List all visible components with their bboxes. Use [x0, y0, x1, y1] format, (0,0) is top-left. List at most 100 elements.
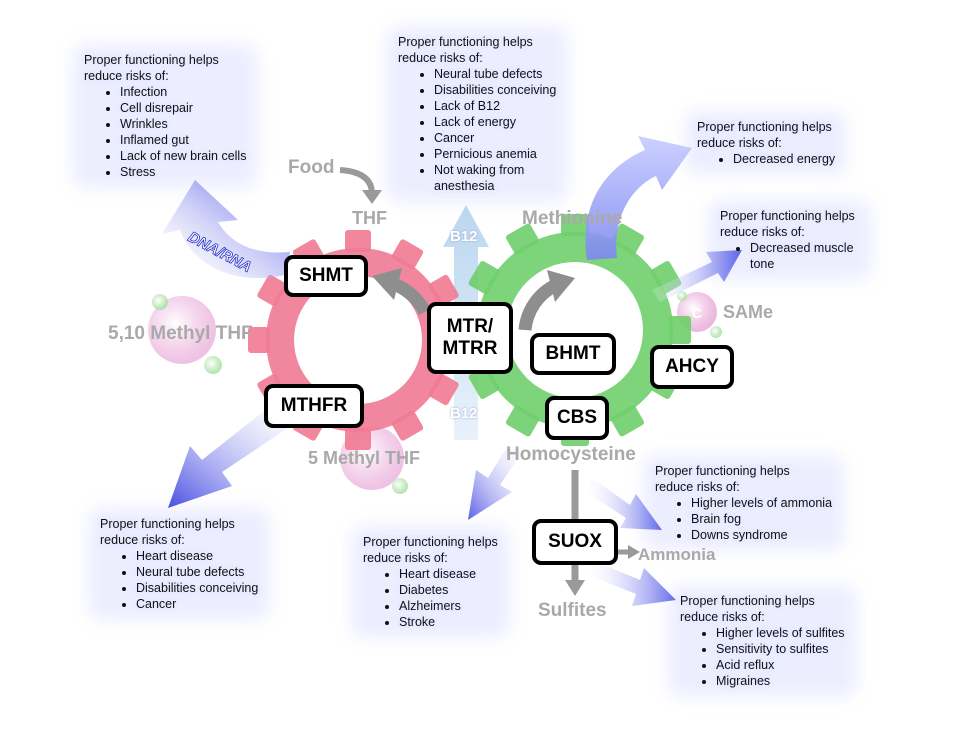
note-same-list: Decreased muscle tone: [720, 240, 860, 272]
list-item: Lack of B12: [434, 98, 556, 114]
enzyme-shmt: SHMT: [284, 255, 368, 297]
food-arrowhead: [362, 190, 382, 204]
list-item: Not waking from anesthesia: [434, 162, 554, 194]
list-item: Inflamed gut: [120, 132, 246, 148]
list-item: Cancer: [434, 130, 556, 146]
note-homocysteine-list: Heart disease Diabetes Alzheimers Stroke: [363, 566, 498, 630]
enzyme-mthfr: MTHFR: [264, 384, 364, 428]
list-item: Pernicious anemia: [434, 146, 556, 162]
ammonia-arrowhead: [628, 545, 640, 559]
list-item: Brain fog: [691, 511, 832, 527]
note-same-heading-1: Proper functioning helps: [720, 209, 855, 223]
enzyme-mthfr-label: MTHFR: [280, 395, 348, 416]
methyl-5-10-thf-label: 5,10 Methyl THF: [108, 323, 253, 344]
note-methionine-heading-2: reduce risks of:: [697, 136, 782, 150]
sulfites-label: Sulfites: [538, 600, 607, 621]
list-item: Sensitivity to sulfites: [716, 641, 845, 657]
methionine-label: Methionine: [522, 208, 623, 229]
note-homocysteine-heading-1: Proper functioning helps: [363, 535, 498, 549]
note-ammonia: Proper functioning helps reduce risks of…: [655, 463, 832, 543]
note-homocysteine: Proper functioning helps reduce risks of…: [363, 534, 498, 630]
homocysteine-label: Homocysteine: [506, 444, 636, 465]
list-item: Infection: [120, 84, 246, 100]
list-item: Alzheimers: [399, 598, 498, 614]
list-item: Wrinkles: [120, 116, 246, 132]
enzyme-bhmt: BHMT: [530, 333, 616, 375]
mthfr-arrow: [168, 400, 300, 508]
ammonia-label: Ammonia: [638, 545, 716, 564]
list-item: Higher levels of ammonia: [691, 495, 832, 511]
note-mthfr-heading-1: Proper functioning helps: [100, 517, 235, 531]
list-item: Cell disrepair: [120, 100, 246, 116]
enzyme-mtr-mtrr: MTR/ MTRR: [427, 302, 513, 374]
list-item: Decreased muscle tone: [750, 240, 860, 272]
methyl-5-thf-label: 5 Methyl THF: [308, 448, 421, 468]
list-item: Migraines: [716, 673, 845, 689]
same-label: SAMe: [723, 302, 774, 322]
list-item: Neural tube defects: [434, 66, 556, 82]
list-item: Neural tube defects: [136, 564, 258, 580]
molecule-5-10-methyl-thf: [148, 294, 222, 374]
gear-tooth: [561, 214, 589, 236]
list-item: Diabetes: [399, 582, 498, 598]
food-label: Food: [288, 157, 335, 178]
note-same-heading-2: reduce risks of:: [720, 225, 805, 239]
enzyme-mtrr-label: MTRR: [442, 338, 498, 359]
note-mtr-heading-2: reduce risks of:: [398, 51, 483, 65]
gear-tooth: [345, 428, 371, 450]
list-item: Higher levels of sulfites: [716, 625, 845, 641]
enzyme-ahcy: AHCY: [650, 345, 734, 389]
thf-label: THF: [352, 208, 387, 228]
note-shmt-heading-2: reduce risks of:: [84, 69, 169, 83]
note-homocysteine-heading-2: reduce risks of:: [363, 551, 448, 565]
note-mthfr-list: Heart disease Neural tube defects Disabi…: [100, 548, 258, 612]
enzyme-shmt-label: SHMT: [299, 265, 353, 286]
dna-rna-arrow: [162, 180, 290, 278]
note-shmt-list: Infection Cell disrepair Wrinkles Inflam…: [84, 84, 246, 180]
note-mthfr-heading-2: reduce risks of:: [100, 533, 185, 547]
note-sulfites-heading-1: Proper functioning helps: [680, 594, 815, 608]
note-sulfites-heading-2: reduce risks of:: [680, 610, 765, 624]
enzyme-mtr-label: MTR/: [446, 316, 494, 337]
sulfites-arrowhead: [565, 580, 585, 596]
note-ammonia-heading-2: reduce risks of:: [655, 480, 740, 494]
list-item: Disabilities conceiving: [136, 580, 258, 596]
enzyme-cbs: CBS: [545, 396, 609, 440]
note-mthfr: Proper functioning helps reduce risks of…: [100, 516, 258, 612]
note-methionine: Proper functioning helps reduce risks of…: [697, 119, 835, 167]
list-item: Stroke: [399, 614, 498, 630]
enzyme-bhmt-label: BHMT: [545, 343, 601, 364]
enzyme-suox-label: SUOX: [548, 531, 602, 552]
methionine-arrow: [585, 136, 692, 260]
list-item: Downs syndrome: [691, 527, 832, 543]
enzyme-ahcy-label: AHCY: [665, 356, 719, 377]
gear-tooth: [669, 316, 691, 344]
note-mtr: Proper functioning helps reduce risks of…: [398, 34, 556, 194]
list-item: Stress: [120, 164, 246, 180]
note-ammonia-list: Higher levels of ammonia Brain fog Downs…: [655, 495, 832, 543]
list-item: Heart disease: [136, 548, 258, 564]
list-item: Lack of new brain cells: [120, 148, 246, 164]
enzyme-cbs-label: CBS: [556, 407, 598, 428]
gear-tooth: [345, 230, 371, 252]
b12-bottom-label: B12: [450, 405, 478, 422]
folate-rotation-arrowhead: [372, 268, 402, 300]
gear-tooth: [248, 327, 270, 353]
sulfites-arrow: [588, 560, 676, 606]
note-methionine-list: Decreased energy: [697, 151, 835, 167]
list-item: Decreased energy: [733, 151, 835, 167]
list-item: Lack of energy: [434, 114, 556, 130]
note-shmt-heading-1: Proper functioning helps: [84, 53, 219, 67]
methionine-rotation-arrowhead: [547, 270, 575, 302]
enzyme-suox: SUOX: [532, 519, 618, 565]
ammonia-arrow: [586, 478, 662, 530]
methionine-rotation-arrow: [518, 279, 560, 331]
list-item: Acid reflux: [716, 657, 845, 673]
note-ammonia-heading-1: Proper functioning helps: [655, 464, 790, 478]
note-sulfites-list: Higher levels of sulfites Sensitivity to…: [680, 625, 845, 689]
note-mtr-list: Neural tube defects Disabilities conceiv…: [398, 66, 556, 194]
list-item: Heart disease: [399, 566, 498, 582]
list-item: Disabilities conceiving: [434, 82, 556, 98]
same-c-mark: C: [692, 305, 702, 321]
